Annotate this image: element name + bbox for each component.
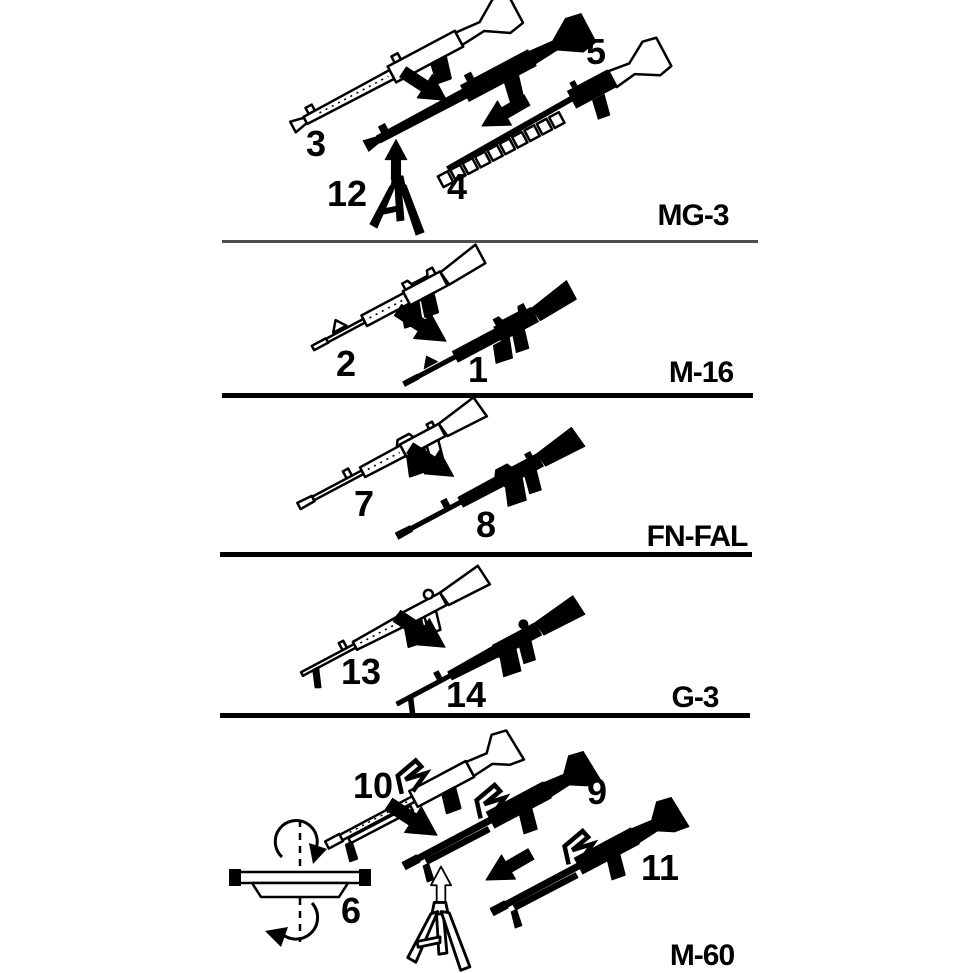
rotation-arrow-bottom	[278, 901, 320, 941]
section-fnfal: 7 8 FN-FAL	[291, 394, 749, 563]
base-plate	[234, 870, 366, 885]
rotation-arrowhead-top	[309, 843, 327, 864]
mg3-beltfed-figure-4	[436, 36, 673, 189]
base-plate-end-cap	[229, 869, 241, 886]
callout-number: 11	[641, 847, 679, 888]
callout-number: 8	[476, 504, 496, 545]
weapon-name-label: MG-3	[658, 199, 729, 232]
ammo-belt	[436, 110, 566, 189]
callout-number: 9	[587, 771, 607, 812]
weapon-name-label: M-16	[669, 356, 734, 389]
assembly-arrow-sw	[478, 841, 539, 893]
tripod-figure-12	[369, 175, 425, 236]
section-mg3: 3 5 4 12 MG-3	[282, 0, 730, 236]
rotation-arrow-top	[273, 819, 319, 859]
m60-tripod-figure	[406, 900, 472, 972]
callout-number: 5	[586, 31, 606, 72]
callout-number: 14	[446, 674, 486, 715]
rotating-base-figure-6	[229, 819, 371, 947]
callout-number: 4	[447, 166, 467, 207]
callout-number: 1	[468, 349, 488, 390]
section-divider	[222, 393, 753, 398]
section-divider	[222, 240, 758, 243]
weapon-name-label: G-3	[671, 681, 718, 714]
section-divider	[220, 552, 752, 557]
weapon-name-label: FN-FAL	[647, 520, 748, 553]
section-g3: 13 14 G-3	[293, 561, 720, 731]
section-divider	[220, 713, 750, 718]
rotation-arrowhead-bottom	[265, 927, 288, 947]
callout-number: 7	[354, 483, 374, 524]
weapon-name-label: M-60	[670, 939, 735, 972]
base-tray	[250, 881, 350, 899]
callout-number: 10	[353, 765, 393, 806]
callout-number: 13	[341, 651, 381, 692]
fnfal-outline-figure-7	[291, 394, 498, 533]
callout-number: 3	[306, 123, 326, 164]
callout-number: 6	[341, 890, 361, 931]
callout-number: 2	[336, 343, 356, 384]
callout-number: 12	[327, 173, 367, 214]
section-m16: 2 1 M-16	[304, 243, 734, 410]
tripod-up-arrow-outline	[430, 865, 452, 905]
section-m60: 10 9 11 6 M-60	[229, 725, 735, 972]
tripod-up-arrow	[384, 139, 408, 181]
base-plate-end-cap	[359, 869, 371, 886]
